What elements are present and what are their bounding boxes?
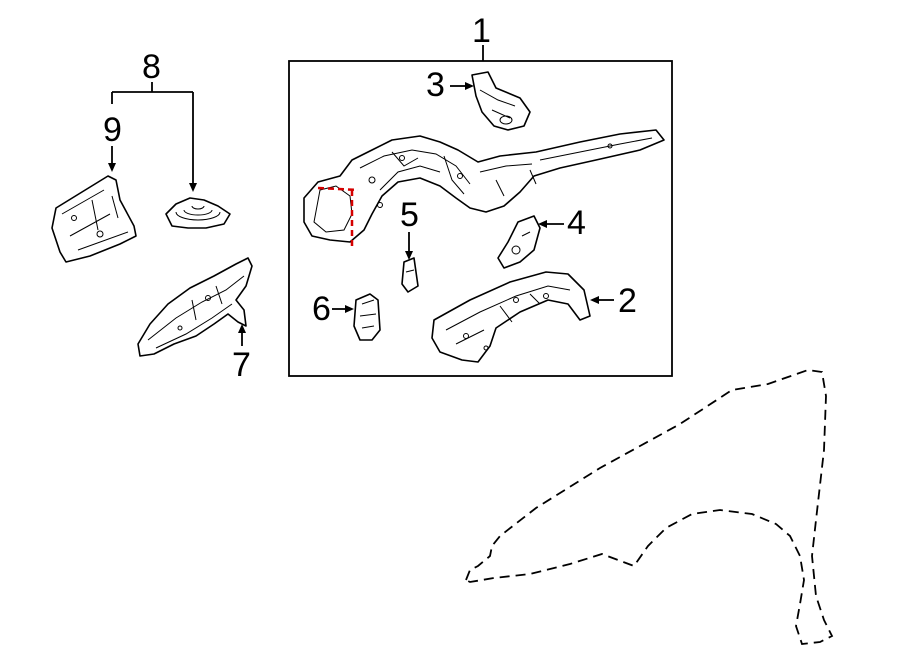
highlight-cut-line-horizontal (317, 186, 359, 192)
callout-2[interactable]: 2 (618, 282, 637, 320)
arrowhead-4 (538, 220, 547, 228)
callout-5[interactable]: 5 (400, 196, 419, 234)
arrowhead-3 (465, 82, 474, 90)
callout-4[interactable]: 4 (567, 204, 586, 242)
arrowhead-6 (345, 305, 354, 313)
part-1-side-member[interactable] (303, 129, 665, 248)
assembly-group-box (288, 60, 673, 377)
callout-1[interactable]: 1 (472, 12, 491, 50)
arrowhead-5 (405, 251, 413, 260)
fender-outline-dashed (464, 369, 834, 645)
arrowhead-7 (238, 324, 246, 333)
callout-3[interactable]: 3 (426, 66, 445, 104)
leader-8-bracket (111, 82, 194, 184)
part-9-side-panel[interactable] (51, 175, 137, 263)
callout-7[interactable]: 7 (232, 346, 251, 384)
part-3-upper-bracket[interactable] (471, 71, 531, 131)
callout-6[interactable]: 6 (312, 290, 331, 328)
arrowhead-9 (108, 163, 116, 172)
part-8-round-bracket[interactable] (165, 197, 231, 229)
arrowhead-8 (189, 183, 197, 192)
callout-9[interactable]: 9 (103, 111, 122, 149)
part-6-mount-bracket[interactable] (353, 293, 381, 341)
part-7-fender-apron[interactable] (137, 257, 253, 357)
callout-8[interactable]: 8 (142, 48, 161, 86)
part-4-small-bracket[interactable] (497, 215, 541, 269)
part-2-apron-reinforcement[interactable] (431, 271, 591, 363)
arrowhead-2 (590, 296, 599, 304)
part-5-clip[interactable] (401, 257, 419, 293)
